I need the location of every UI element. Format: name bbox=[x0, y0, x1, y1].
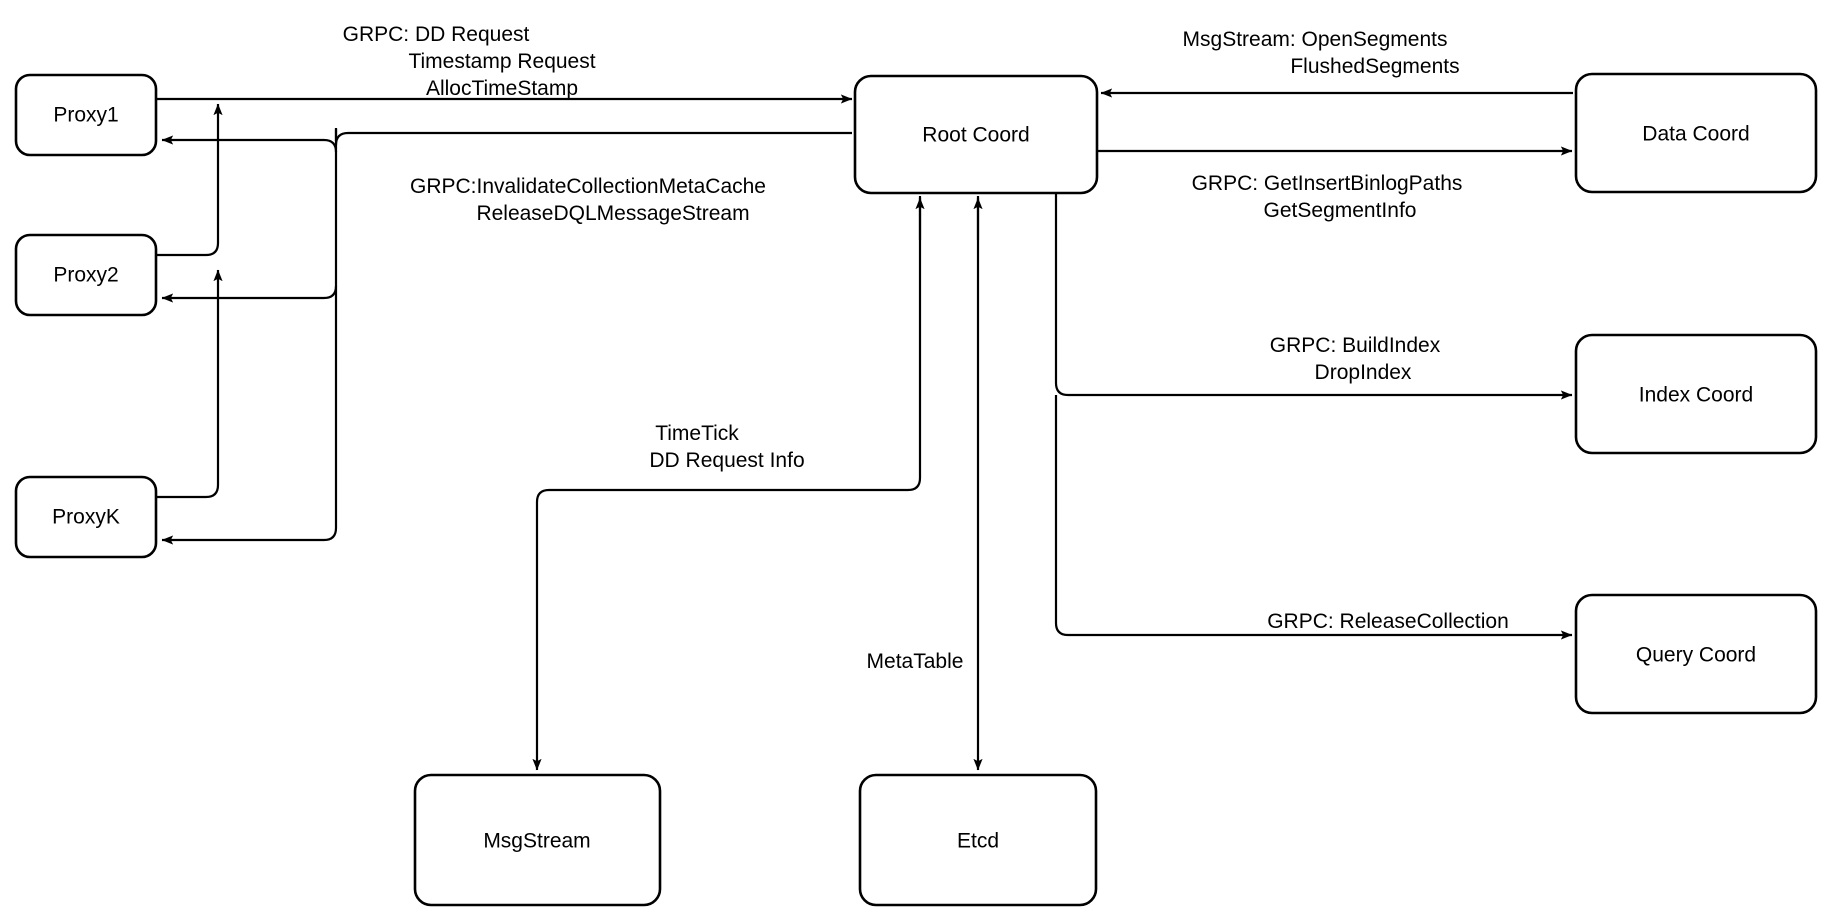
node-proxy1-rect[interactable] bbox=[14, 73, 158, 157]
node-proxyk-label: ProxyK bbox=[52, 506, 120, 529]
edge-label-line: MetaTable bbox=[867, 650, 964, 673]
edge-proxy2-to-merge bbox=[156, 103, 223, 257]
node-proxyk[interactable]: ProxyK bbox=[14, 475, 158, 559]
edge-label-line: DD Request Info bbox=[649, 449, 804, 472]
edge-rootcoord-to-querycoord bbox=[1054, 395, 1573, 640]
edge-label-datacoord-to-rootcoord: MsgStream: OpenSegments FlushedSegments bbox=[1183, 28, 1460, 78]
node-indexcoord[interactable]: Index Coord bbox=[1574, 333, 1818, 455]
edge-label-line: GetSegmentInfo bbox=[1264, 199, 1417, 222]
node-querycoord[interactable]: Query Coord bbox=[1574, 593, 1818, 715]
edge-rootcoord-proxy2-arrow bbox=[161, 285, 338, 303]
edge-label-rootcoord-to-indexcoord: GRPC: BuildIndex DropIndex bbox=[1270, 334, 1441, 384]
node-etcd-rect[interactable] bbox=[858, 773, 1098, 907]
edge-label-rootcoord-to-querycoord: GRPC: ReleaseCollection bbox=[1267, 610, 1509, 633]
edge-label-line: TimeTick bbox=[655, 422, 739, 445]
edge-label-line: ReleaseDQLMessageStream bbox=[476, 202, 749, 225]
edge-rootcoord-to-indexcoord bbox=[1054, 190, 1573, 400]
node-rootcoord[interactable]: Root Coord bbox=[853, 74, 1099, 195]
edge-label-proxy-to-rootcoord: GRPC: DD Request Timestamp Request Alloc… bbox=[343, 23, 596, 100]
edge-label-line: GRPC: ReleaseCollection bbox=[1267, 610, 1509, 633]
edge-label-rootcoord-to-etcd: MetaTable bbox=[867, 650, 964, 673]
node-proxy1-label: Proxy1 bbox=[53, 104, 118, 127]
node-proxy2-rect[interactable] bbox=[14, 233, 158, 317]
edge-rootcoord-proxy1-arrow bbox=[161, 135, 338, 153]
node-msgstream-label: MsgStream bbox=[483, 830, 590, 853]
edge-label-line: DropIndex bbox=[1315, 361, 1412, 384]
node-rootcoord-rect[interactable] bbox=[853, 74, 1099, 195]
node-proxy2[interactable]: Proxy2 bbox=[14, 233, 158, 317]
edge-label-rootcoord-to-msgstream: TimeTick DD Request Info bbox=[649, 422, 804, 472]
node-rootcoord-label: Root Coord bbox=[922, 124, 1029, 147]
edge-label-line: AllocTimeStamp bbox=[426, 77, 578, 100]
edge-rootcoord-to-proxies-trunk bbox=[161, 131, 852, 545]
edge-label-rootcoord-to-proxy: GRPC:InvalidateCollectionMetaCache Relea… bbox=[410, 175, 766, 225]
node-indexcoord-label: Index Coord bbox=[1639, 384, 1753, 407]
node-datacoord-label: Data Coord bbox=[1642, 123, 1749, 146]
node-proxyk-rect[interactable] bbox=[14, 475, 158, 559]
node-proxy2-label: Proxy2 bbox=[53, 264, 118, 287]
edge-label-line: FlushedSegments bbox=[1290, 55, 1459, 78]
edge-label-line: MsgStream: OpenSegments bbox=[1183, 28, 1448, 51]
node-etcd[interactable]: Etcd bbox=[858, 773, 1098, 907]
node-msgstream-rect[interactable] bbox=[413, 773, 662, 907]
node-datacoord[interactable]: Data Coord bbox=[1574, 72, 1818, 194]
node-querycoord-rect[interactable] bbox=[1574, 593, 1818, 715]
edge-label-line: Timestamp Request bbox=[408, 50, 595, 73]
edge-label-line: GRPC: BuildIndex bbox=[1270, 334, 1441, 357]
node-etcd-label: Etcd bbox=[957, 830, 999, 853]
node-datacoord-rect[interactable] bbox=[1574, 72, 1818, 194]
edge-label-line: GRPC: DD Request bbox=[343, 23, 530, 46]
edge-label-line: GRPC: GetInsertBinlogPaths bbox=[1192, 172, 1463, 195]
edge-label-line: GRPC:InvalidateCollectionMetaCache bbox=[410, 175, 766, 198]
edge-proxyk-to-merge bbox=[156, 269, 223, 499]
node-indexcoord-rect[interactable] bbox=[1574, 333, 1818, 455]
node-proxy1[interactable]: Proxy1 bbox=[14, 73, 158, 157]
edge-label-rootcoord-to-datacoord: GRPC: GetInsertBinlogPaths GetSegmentInf… bbox=[1192, 172, 1463, 222]
edge-rootcoord-to-msgstream bbox=[532, 196, 922, 771]
node-querycoord-label: Query Coord bbox=[1636, 644, 1756, 667]
node-msgstream[interactable]: MsgStream bbox=[413, 773, 662, 907]
